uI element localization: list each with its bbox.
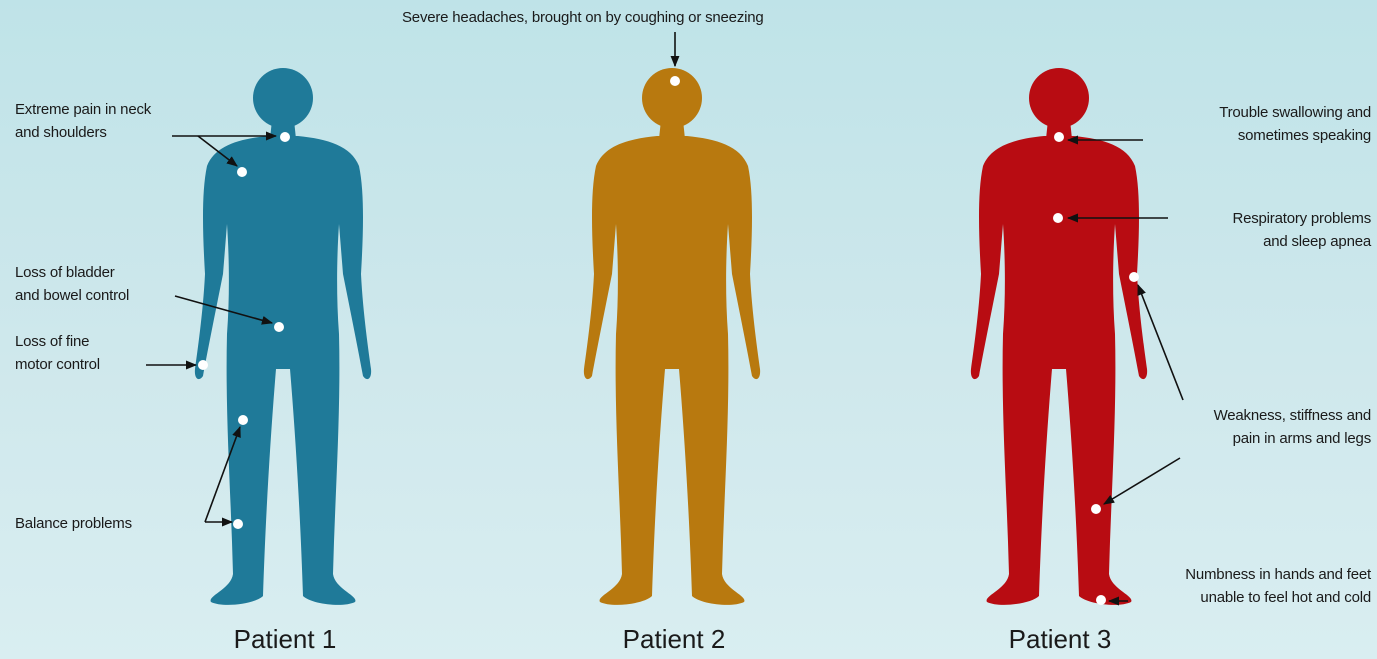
marker-p1-neck — [280, 132, 290, 142]
marker-p3-leg — [1091, 504, 1101, 514]
label-weakness: Weakness, stiffness and pain in arms and… — [1214, 404, 1371, 450]
marker-p3-arm — [1129, 272, 1139, 282]
marker-p1-knee — [238, 415, 248, 425]
label-headaches: Severe headaches, brought on by coughing… — [402, 6, 764, 29]
patient-2-label: Patient 2 — [574, 622, 774, 656]
marker-p1-calf — [233, 519, 243, 529]
patient-1-label: Patient 1 — [185, 622, 385, 656]
marker-p3-chest — [1053, 213, 1063, 223]
marker-p2-head — [670, 76, 680, 86]
patient-1-figure — [195, 68, 371, 605]
patient-2-figure — [584, 68, 760, 605]
marker-p1-shoulder — [237, 167, 247, 177]
label-bladder-bowel: Loss of bladder and bowel control — [15, 261, 129, 307]
label-neck-shoulders: Extreme pain in neck and shoulders — [15, 98, 151, 144]
marker-p1-bladder — [274, 322, 284, 332]
label-numbness: Numbness in hands and feet unable to fee… — [1185, 563, 1371, 609]
patient-3-figure — [971, 68, 1147, 605]
marker-p3-throat — [1054, 132, 1064, 142]
arrow-weakness-arm — [1138, 285, 1183, 400]
marker-p1-hand — [198, 360, 208, 370]
label-fine-motor: Loss of fine motor control — [15, 330, 100, 376]
label-balance: Balance problems — [15, 512, 132, 535]
label-swallowing: Trouble swallowing and sometimes speakin… — [1219, 101, 1371, 147]
arrow-weakness-leg — [1104, 458, 1180, 504]
label-respiratory: Respiratory problems and sleep apnea — [1232, 207, 1371, 253]
marker-p3-foot — [1096, 595, 1106, 605]
patient-3-label: Patient 3 — [960, 622, 1160, 656]
